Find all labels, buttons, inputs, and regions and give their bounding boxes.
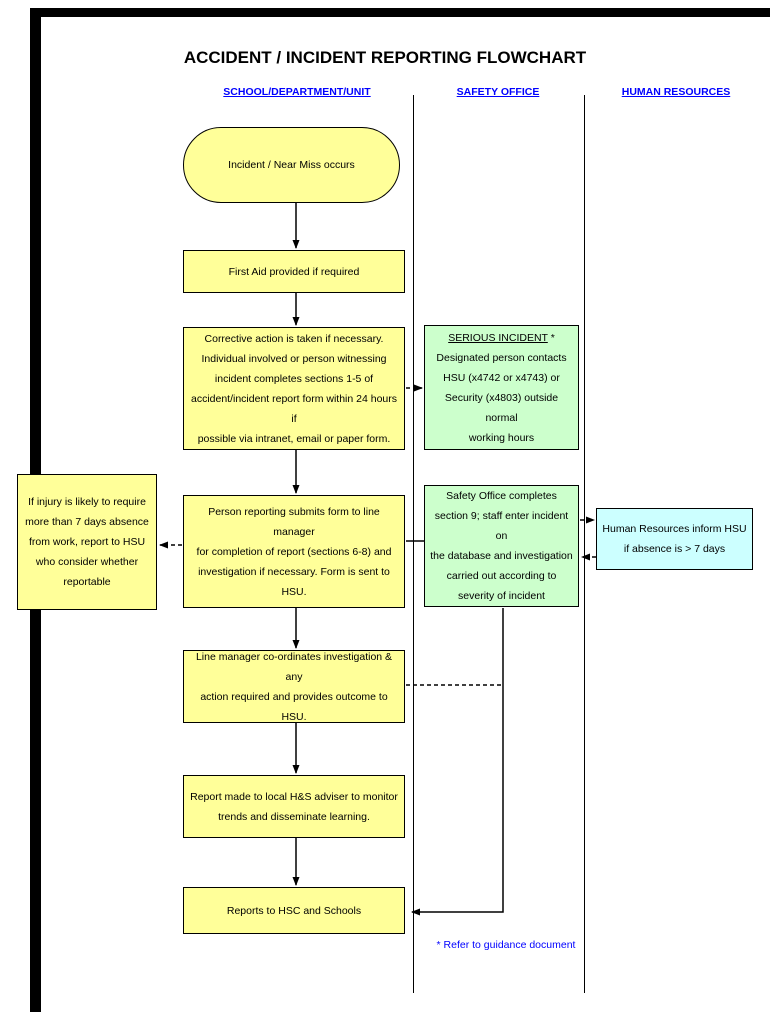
text-line: for completion of report (sections 6-8) …: [196, 545, 392, 558]
node-reports-to-hsc: Reports to HSC and Schools: [183, 887, 405, 934]
guidance-footnote: * Refer to guidance document: [436, 939, 576, 951]
footnote-asterisk: *: [547, 331, 555, 344]
text-line: severity of incident: [458, 590, 545, 602]
text-line: Reports to HSC and Schools: [226, 904, 362, 917]
text-line: trends and disseminate learning.: [218, 810, 370, 823]
text-line: First Aid provided if required: [228, 265, 360, 278]
text-line: working hours: [468, 431, 535, 444]
page-title: ACCIDENT / INCIDENT REPORTING FLOWCHART: [183, 48, 587, 67]
text-line: carried out according to: [446, 570, 557, 582]
column-header-school-department-unit: SCHOOL/DEPARTMENT/UNIT: [223, 86, 371, 98]
text-line: Person reporting submits form to line ma…: [208, 505, 380, 538]
column-header-safety-office: SAFETY OFFICE: [456, 86, 540, 98]
text-line: Human Resources inform HSU: [602, 523, 747, 535]
text-line: reportable: [63, 576, 111, 588]
text-line: SERIOUS INCIDENT: [448, 331, 548, 344]
text-line: incident completes sections 1-5 of: [214, 372, 374, 385]
scan-edge-top: [30, 8, 770, 17]
serious-incident-heading: SERIOUS INCIDENT *: [429, 328, 574, 348]
text-line: if absence is > 7 days: [623, 543, 726, 555]
node-human-resources-inform: Human Resources inform HSU if absence is…: [596, 508, 753, 570]
text-line: investigation if necessary. Form is sent…: [198, 565, 390, 578]
text-line: Safety Office completes: [446, 490, 557, 502]
node-injury-over-7-days: If injury is likely to require more than…: [17, 474, 157, 610]
node-first-aid: First Aid provided if required: [183, 250, 405, 293]
text-line: Report made to local H&S adviser to moni…: [190, 790, 398, 803]
text-line: Security (x4803) outside normal: [444, 391, 559, 424]
text-line: accident/incident report form within 24 …: [190, 392, 398, 425]
node-serious-incident: SERIOUS INCIDENT * Designated person con…: [424, 325, 579, 450]
node-incident-occurs: Incident / Near Miss occurs: [183, 127, 400, 203]
text-line: more than 7 days absence: [25, 516, 149, 528]
node-corrective-action: Corrective action is taken if necessary.…: [183, 327, 405, 450]
arrow-safety-down-to-hsc: [411, 608, 504, 916]
text-line: Corrective action is taken if necessary.: [204, 332, 384, 345]
text-line: HSU.: [281, 585, 307, 598]
text-line: who consider whether: [35, 556, 139, 568]
text-line: from work, report to HSU: [28, 536, 146, 548]
node-line-manager-investigation: Line manager co-ordinates investigation …: [183, 650, 405, 723]
column-header-human-resources: HUMAN RESOURCES: [621, 86, 731, 98]
node-person-reporting-submits-form: Person reporting submits form to line ma…: [183, 495, 405, 608]
text-line: action required and provides outcome to …: [200, 690, 388, 723]
text-line: Designated person contacts: [436, 351, 567, 364]
node-safety-office-completes: Safety Office completes section 9; staff…: [424, 485, 579, 607]
text-line: HSU (x4742 or x4743) or: [443, 371, 560, 384]
text-line: If injury is likely to require: [28, 496, 146, 508]
node-report-to-hs-adviser: Report made to local H&S adviser to moni…: [183, 775, 405, 838]
text-line: Incident / Near Miss occurs: [228, 159, 355, 171]
text-line: the database and investigation: [430, 550, 573, 562]
text-line: section 9; staff enter incident on: [434, 510, 569, 542]
text-line: Line manager co-ordinates investigation …: [195, 650, 393, 683]
text-line: Individual involved or person witnessing: [201, 352, 387, 365]
text-line: possible via intranet, email or paper fo…: [197, 432, 391, 445]
